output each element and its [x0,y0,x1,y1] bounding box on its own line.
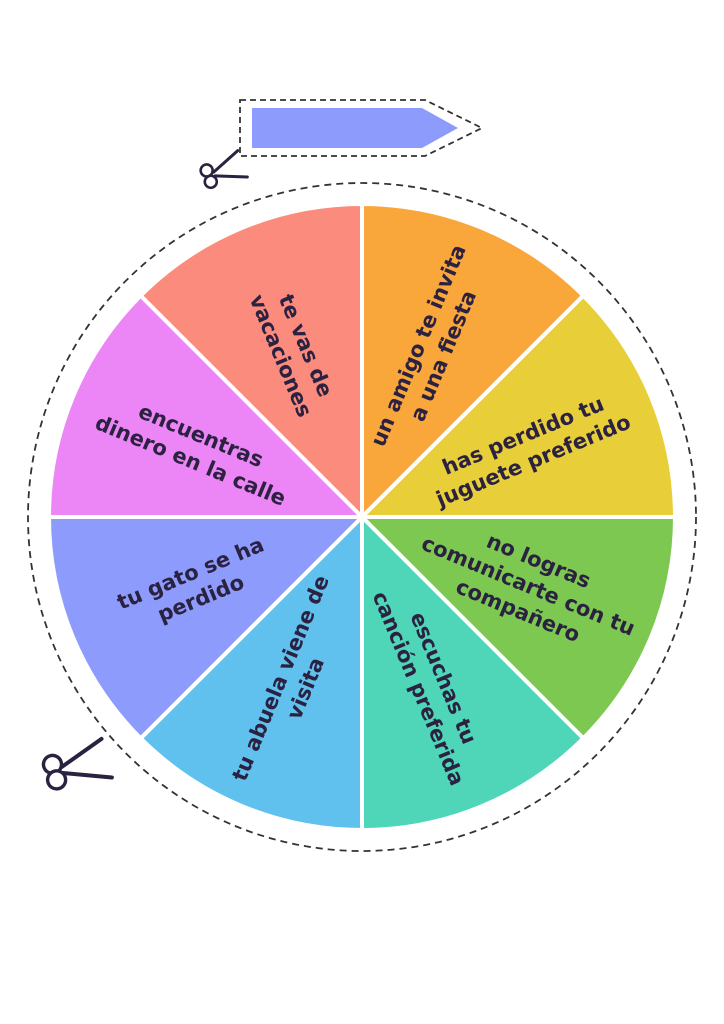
wheel-segment: has perdido tujuguete preferido [360,293,677,519]
pointer-arrow [252,108,458,148]
wheel-segment-shape [47,293,364,519]
wheel-segment: escuchas tucanción preferida [360,515,586,832]
scissors-icon [199,149,249,190]
wheel-segment: tu gato se haperdido [47,515,364,741]
wheel-segment-shape [360,293,677,519]
pointer-cutout[interactable] [239,99,485,157]
wheel-segment-shape [138,515,364,832]
wheel-segment: te vas devacaciones [138,202,364,519]
wheel-segment-shape [360,202,586,519]
wheel-segment-shape [47,515,364,741]
wheel-segment-shape [360,515,586,832]
wheel-segment-shape [360,515,677,741]
scissors-icon [41,736,114,791]
wheel-segment-shape [138,202,364,519]
wheel-segment: encuentrasdinero en la calle [47,293,364,519]
wheel-segment: un amigo te invitaa una fiesta [360,202,586,519]
